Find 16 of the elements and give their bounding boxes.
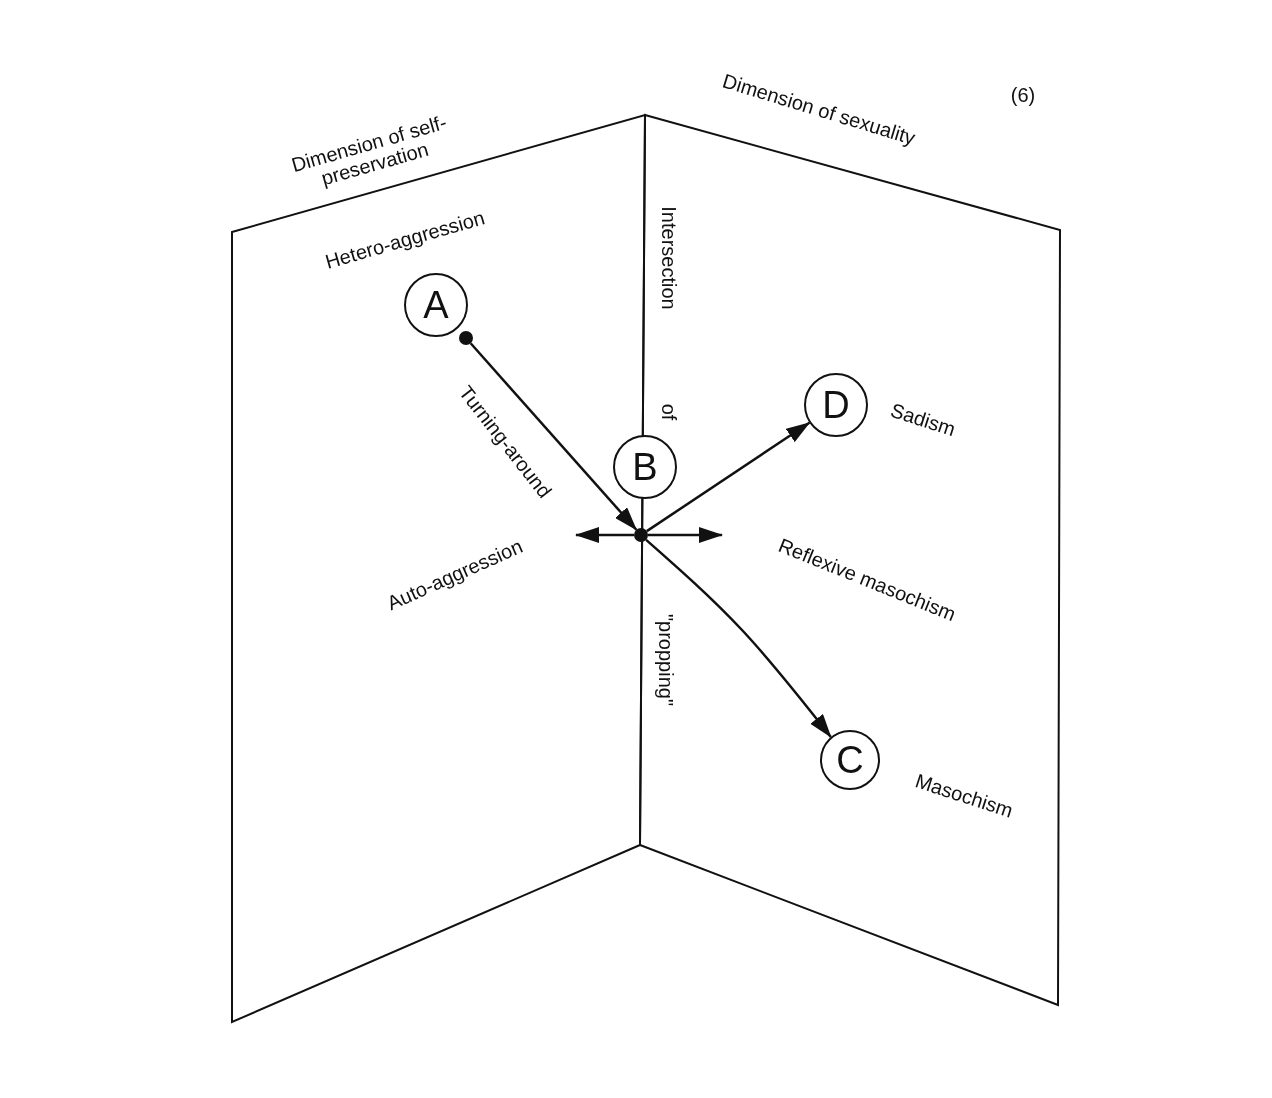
text-label: of — [657, 403, 679, 421]
side-label: Sadism — [888, 399, 958, 441]
letter-circle: B — [613, 435, 677, 499]
junction-dot — [634, 528, 648, 542]
arrow — [645, 538, 832, 738]
arrow — [646, 421, 811, 533]
letter-circle: C — [820, 730, 880, 790]
letter-circle: D — [804, 373, 868, 437]
letter-circle: A — [404, 273, 468, 337]
text-label: Intersection — [657, 206, 679, 310]
arrow — [469, 342, 638, 531]
junction-dot — [459, 331, 473, 345]
text-label: "propping" — [654, 614, 676, 706]
arrow — [648, 527, 723, 543]
text-label: (6) — [1010, 84, 1036, 106]
arrow — [575, 527, 634, 543]
